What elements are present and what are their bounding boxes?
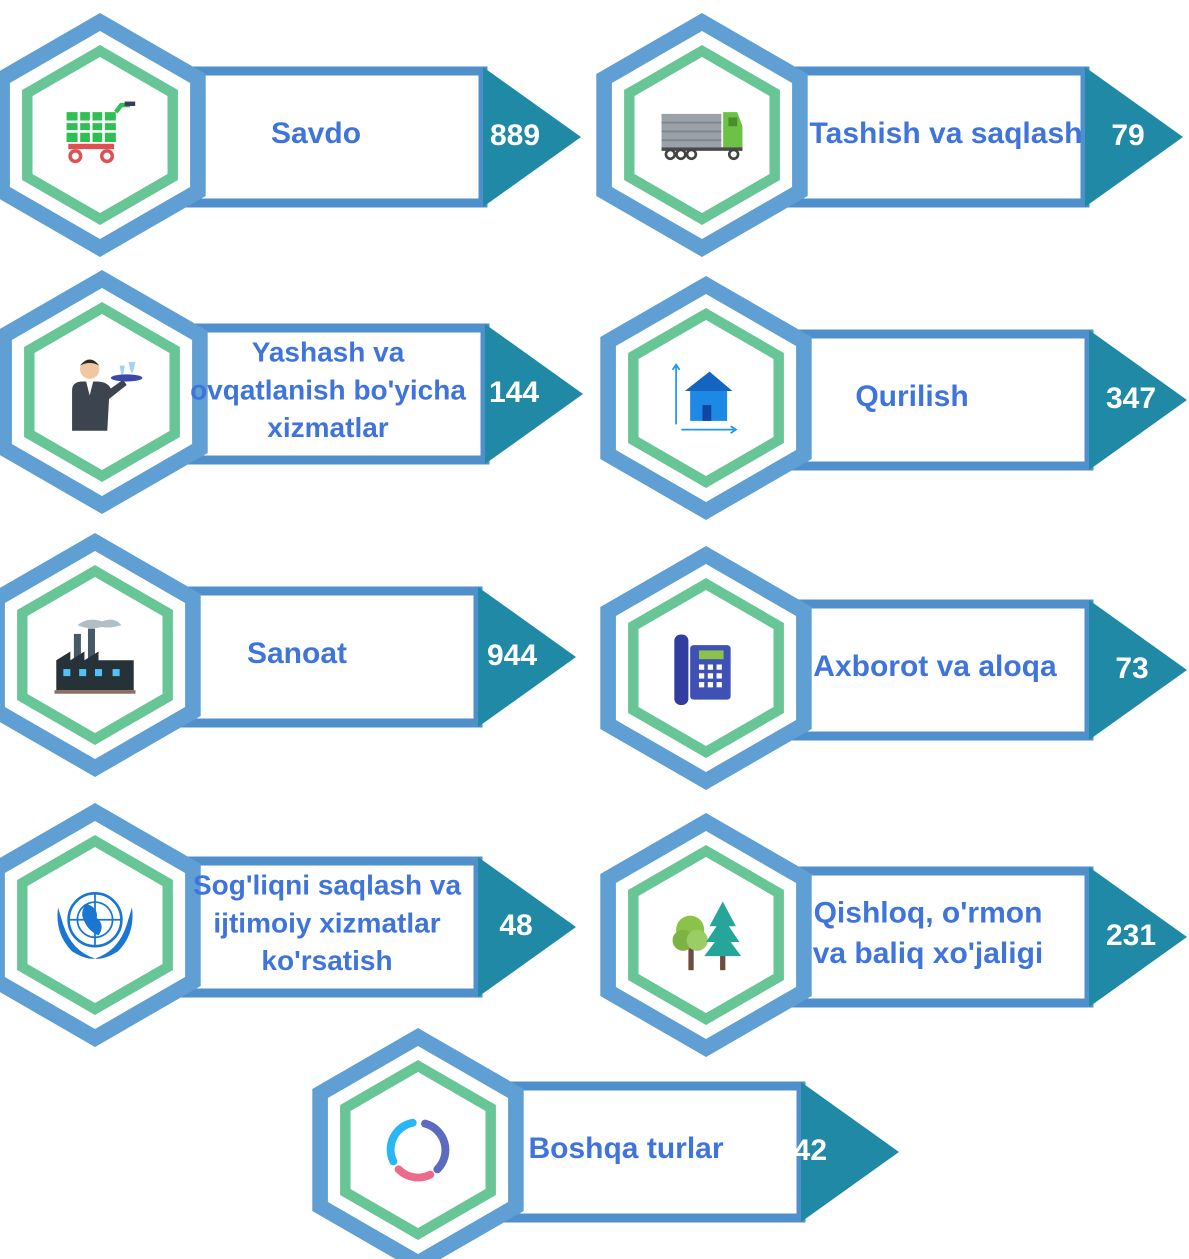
sector-value: 231 [1106, 919, 1156, 952]
sector-label-line: xizmatlar [267, 412, 388, 443]
sector-value: 889 [490, 119, 540, 152]
sector-value: 347 [1106, 382, 1156, 415]
value-arrow [801, 1082, 899, 1222]
sector-label-line: Tashish va saqlash [810, 117, 1083, 150]
value-arrow [1085, 67, 1183, 207]
sector-value: 73 [1115, 652, 1148, 685]
sector-item: Sog'liqni saqlash va ijtimoiy xizmatlar ko… [0, 803, 576, 1047]
sector-label: Savdo [271, 117, 361, 150]
value-arrow [478, 857, 576, 997]
sector-label: Qurilish [855, 380, 968, 413]
sector-label: Yashash va ovqatlanish bo'yicha xizmatlar [190, 337, 466, 444]
sector-item: Qurilish 347 [600, 276, 1187, 520]
label-panel [781, 329, 1094, 471]
sector-label: Sog'liqni saqlash va ijtimoiy xizmatlar ko… [193, 870, 461, 977]
sector-item: Tashish va saqlash 79 [596, 13, 1183, 257]
sector-label: Tashish va saqlash [810, 117, 1083, 150]
sector-label-line: Qishloq, o'rmon [814, 897, 1043, 930]
sector-value: 944 [487, 639, 537, 672]
sector-value: 342 [777, 1134, 827, 1167]
value-arrow [485, 324, 583, 464]
sector-item: Qishloq, o'rmon va baliq xo'jaligi 231 [600, 813, 1187, 1057]
label-panel [781, 866, 1094, 1008]
sector-label-line: ovqatlanish bo'yicha [190, 374, 466, 405]
sector-item: Yashash va ovqatlanish bo'yicha xizmatlar 1… [0, 270, 583, 514]
sector-label-line: Sog'liqni saqlash va [193, 870, 461, 901]
value-arrow [1089, 867, 1187, 1007]
label-panel [177, 323, 490, 465]
sector-item: Boshqa turlar 342 [312, 1028, 899, 1259]
sector-label: Sanoat [247, 637, 347, 670]
sector-value: 79 [1111, 119, 1144, 152]
sector-item: Sanoat 944 [0, 533, 576, 777]
sector-label-line: Savdo [271, 117, 361, 150]
value-arrow [483, 67, 581, 207]
sector-label-line: Boshqa turlar [528, 1132, 723, 1165]
sector-label: Axborot va aloqa [813, 650, 1057, 683]
sector-label-line: va baliq xo'jaligi [813, 937, 1044, 970]
value-arrow [1089, 330, 1187, 470]
sector-label-line: ijtimoiy xizmatlar [213, 907, 440, 938]
sector-label-line: Yashash va [252, 337, 405, 368]
sector-label: Boshqa turlar [528, 1132, 723, 1165]
sector-label-line: Sanoat [247, 637, 347, 670]
sector-label-line: Qurilish [855, 380, 968, 413]
value-arrow [1089, 600, 1187, 740]
sector-label-line: ko'rsatish [261, 945, 392, 976]
value-arrow [478, 587, 576, 727]
sector-item: Savdo 889 [0, 13, 581, 257]
sector-label-line: Axborot va aloqa [813, 650, 1057, 683]
label-panel [777, 66, 1090, 208]
sector-item: Axborot va aloqa 73 [600, 546, 1187, 790]
sector-value: 144 [489, 376, 539, 409]
sector-value: 48 [499, 909, 532, 942]
sector-label: Qishloq, o'rmon va baliq xo'jaligi [813, 897, 1044, 971]
